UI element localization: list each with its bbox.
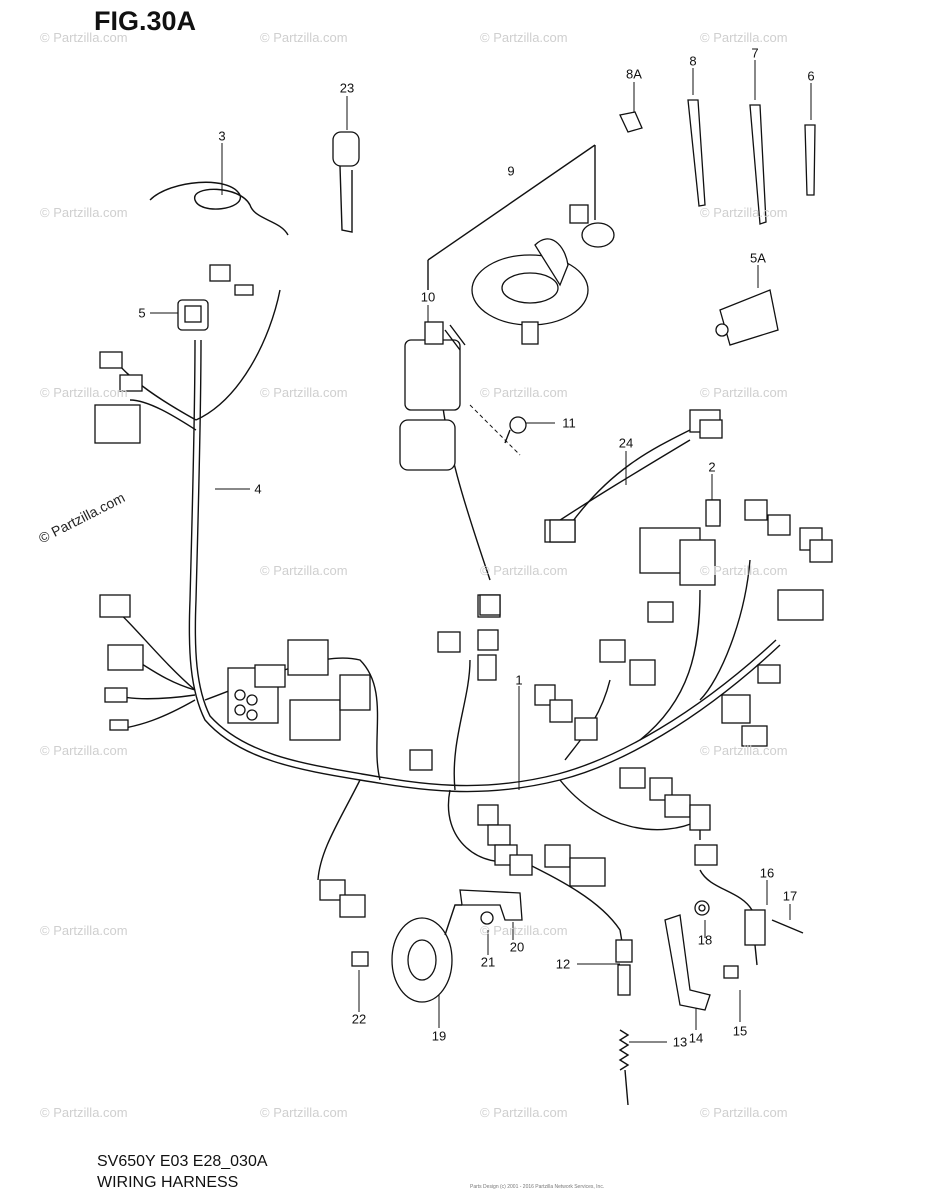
callout-7[interactable]: 7	[751, 45, 759, 61]
callout-19[interactable]: 19	[431, 1028, 447, 1044]
watermark-text: © Partzilla.com	[260, 1105, 348, 1120]
hardware-parts	[149, 99, 816, 1106]
footer-diagram-name: WIRING HARNESS	[97, 1174, 239, 1191]
callout-15[interactable]: 15	[732, 1023, 748, 1039]
watermark-text: © Partzilla.com	[700, 743, 788, 758]
watermark-text: © Partzilla.com	[260, 30, 348, 45]
watermark-text: © Partzilla.com	[40, 1105, 128, 1120]
watermark-text: © Partzilla.com	[480, 385, 568, 400]
callout-14[interactable]: 14	[688, 1030, 704, 1046]
callout-2[interactable]: 2	[708, 459, 716, 475]
callout-18[interactable]: 18	[697, 932, 713, 948]
callout-23[interactable]: 23	[339, 80, 355, 96]
watermark-text: © Partzilla.com	[40, 205, 128, 220]
watermark-text: © Partzilla.com	[700, 1105, 788, 1120]
watermark-text: © Partzilla.com	[700, 205, 788, 220]
callout-8a[interactable]: 8A	[626, 66, 642, 82]
watermark-text: © Partzilla.com	[260, 563, 348, 578]
callout-5[interactable]: 5	[138, 305, 146, 321]
watermark-text: © Partzilla.com	[480, 563, 568, 578]
callout-10[interactable]: 10	[420, 289, 436, 305]
callout-1[interactable]: 1	[515, 672, 523, 688]
watermark-text: © Partzilla.com	[700, 563, 788, 578]
connectors	[94, 264, 833, 918]
watermark-text: © Partzilla.com	[40, 30, 128, 45]
watermark-text: © Partzilla.com	[480, 923, 568, 938]
callout-3[interactable]: 3	[218, 128, 226, 144]
watermark-text: © Partzilla.com	[40, 385, 128, 400]
callout-24[interactable]: 24	[618, 435, 634, 451]
callout-12[interactable]: 12	[555, 956, 571, 972]
watermark-text: © Partzilla.com	[480, 30, 568, 45]
callout-16[interactable]: 16	[759, 865, 775, 881]
watermark-text: © Partzilla.com	[700, 385, 788, 400]
copyright-credit: Parts Design (c) 2001 - 2016 Partzilla N…	[470, 1184, 605, 1190]
callout-4[interactable]: 4	[254, 481, 262, 497]
watermark-text: © Partzilla.com	[40, 923, 128, 938]
watermark-text: © Partzilla.com	[480, 1105, 568, 1120]
callout-13[interactable]: 13	[672, 1034, 688, 1050]
callout-20[interactable]: 20	[509, 939, 525, 955]
callout-17[interactable]: 17	[782, 888, 798, 904]
watermark-text: © Partzilla.com	[260, 385, 348, 400]
footer-model-code: SV650Y E03 E28_030A	[97, 1153, 268, 1170]
watermark-text: © Partzilla.com	[700, 30, 788, 45]
callout-6[interactable]: 6	[807, 68, 815, 84]
callout-9[interactable]: 9	[507, 163, 515, 179]
callout-22[interactable]: 22	[351, 1011, 367, 1027]
callout-21[interactable]: 21	[480, 954, 496, 970]
callout-8[interactable]: 8	[689, 53, 697, 69]
figure-title: FIG.30A	[94, 6, 197, 36]
watermark-text: © Partzilla.com	[40, 743, 128, 758]
callout-11[interactable]: 11	[562, 415, 576, 431]
callout-5a[interactable]: 5A	[750, 250, 766, 266]
